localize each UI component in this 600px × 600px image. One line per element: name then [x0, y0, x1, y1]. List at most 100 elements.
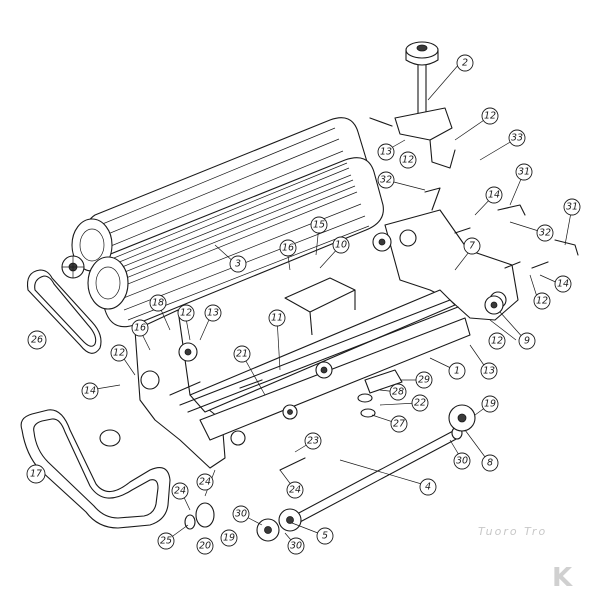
svg-text:13: 13: [483, 366, 495, 377]
callout-28: 28: [389, 383, 407, 401]
svg-text:19: 19: [484, 399, 496, 410]
svg-text:12: 12: [402, 155, 414, 166]
svg-text:17: 17: [30, 469, 42, 480]
callout-5: 5: [316, 527, 334, 545]
svg-text:32: 32: [380, 175, 392, 186]
svg-text:14: 14: [488, 190, 500, 201]
chain-guard: [20, 409, 171, 529]
svg-text:1: 1: [454, 366, 460, 377]
svg-text:7: 7: [469, 241, 475, 252]
callout-15: 15: [310, 216, 328, 234]
svg-text:32: 32: [539, 228, 551, 239]
svg-text:24: 24: [289, 485, 301, 496]
svg-text:20: 20: [199, 541, 211, 552]
svg-text:24: 24: [199, 477, 211, 488]
callouts: 1 2 3 4 5 7 8 9 10 11 12 12 12 12 12 12 …: [26, 54, 581, 555]
svg-text:12: 12: [113, 348, 125, 359]
callout-12d: 12: [488, 332, 506, 350]
callout-24b: 24: [196, 473, 214, 491]
svg-text:13: 13: [207, 308, 219, 319]
callout-13c: 13: [480, 362, 498, 380]
callout-31: 31: [515, 163, 533, 181]
bracket: [284, 277, 356, 336]
svg-text:19: 19: [223, 533, 235, 544]
small-fasteners: [169, 117, 579, 471]
callout-9: 9: [518, 332, 536, 350]
svg-text:30: 30: [235, 509, 247, 520]
top-column: [394, 41, 456, 169]
callout-21: 21: [233, 345, 251, 363]
brand-logo: K: [552, 563, 573, 593]
callout-12f: 12: [110, 344, 128, 362]
callout-4: 4: [419, 478, 437, 496]
callout-13: 13: [377, 143, 395, 161]
callout-24c: 24: [286, 481, 304, 499]
svg-text:14: 14: [557, 279, 569, 290]
callout-14: 14: [485, 186, 503, 204]
callout-14b: 14: [554, 275, 572, 293]
callout-1: 1: [448, 362, 466, 380]
svg-text:30: 30: [456, 456, 468, 467]
svg-text:29: 29: [418, 375, 430, 386]
callout-29: 29: [415, 371, 433, 389]
svg-text:28: 28: [392, 387, 404, 398]
bearing-blocks: [99, 232, 504, 447]
drive-belt: [26, 269, 102, 354]
callout-14c: 14: [81, 382, 99, 400]
sprocket-8: [448, 404, 476, 432]
svg-text:30: 30: [290, 541, 302, 552]
callout-3: 3: [229, 255, 247, 273]
svg-text:23: 23: [307, 436, 319, 447]
svg-text:31: 31: [518, 167, 530, 178]
callout-2: 2: [456, 54, 474, 72]
roller-assembly: [61, 117, 384, 328]
svg-text:12: 12: [536, 296, 548, 307]
callout-19b: 19: [220, 529, 238, 547]
svg-text:22: 22: [414, 398, 426, 409]
svg-text:11: 11: [271, 313, 283, 324]
callout-8: 8: [481, 454, 499, 472]
callout-20: 20: [196, 537, 214, 555]
callout-16: 16: [279, 239, 297, 257]
svg-text:2: 2: [462, 58, 468, 69]
svg-text:21: 21: [236, 349, 248, 360]
svg-text:12: 12: [491, 336, 503, 347]
callout-23: 23: [304, 432, 322, 450]
callout-30b: 30: [232, 505, 250, 523]
callout-30c: 30: [287, 537, 305, 555]
callout-12c: 12: [533, 292, 551, 310]
svg-text:18: 18: [152, 298, 164, 309]
svg-text:31: 31: [566, 202, 578, 213]
svg-text:12: 12: [484, 111, 496, 122]
sprocket-5: [256, 508, 302, 542]
svg-text:4: 4: [425, 482, 431, 493]
bearing-20: [184, 502, 215, 530]
callout-22: 22: [411, 394, 429, 412]
svg-text:15: 15: [313, 220, 325, 231]
svg-text:14: 14: [84, 386, 96, 397]
callout-11: 11: [268, 309, 286, 327]
callout-26: 26: [27, 330, 47, 350]
watermark-text: Tuoro Tro: [478, 525, 547, 538]
callout-33: 33: [508, 129, 526, 147]
callout-17: 17: [26, 464, 46, 484]
callout-13b: 13: [204, 304, 222, 322]
callout-7: 7: [463, 237, 481, 255]
callout-10: 10: [332, 236, 350, 254]
callout-19: 19: [481, 395, 499, 413]
callout-16b: 16: [131, 319, 149, 337]
callout-30: 30: [453, 452, 471, 470]
callout-12: 12: [481, 107, 499, 125]
main-frame: [134, 209, 519, 469]
svg-text:3: 3: [235, 259, 241, 270]
callout-12b: 12: [399, 151, 417, 169]
callout-12e: 12: [177, 304, 195, 322]
svg-text:5: 5: [322, 531, 328, 542]
callout-32b: 32: [536, 224, 554, 242]
callout-25: 25: [157, 532, 175, 550]
svg-text:24: 24: [174, 486, 186, 497]
svg-text:8: 8: [487, 458, 493, 469]
svg-text:16: 16: [282, 243, 294, 254]
callout-27: 27: [390, 415, 408, 433]
